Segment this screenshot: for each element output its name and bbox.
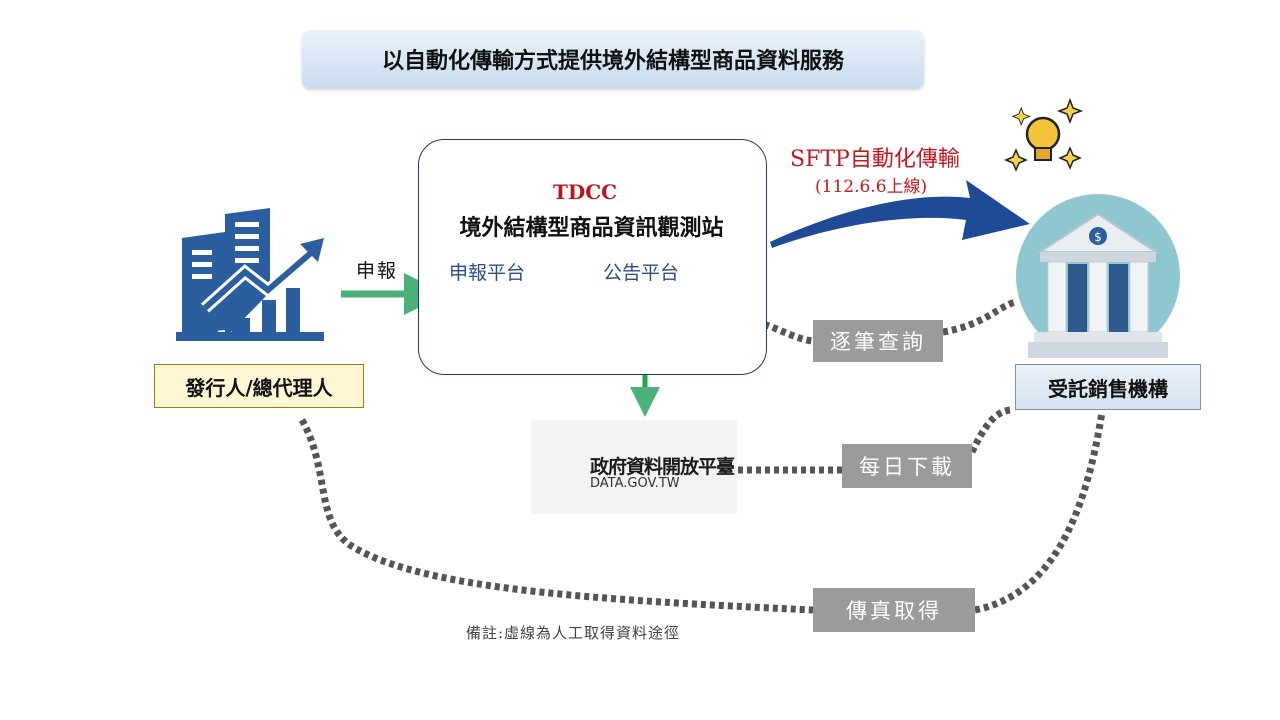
sftp-date: (112.6.6上線): [815, 177, 928, 197]
query-path-label: 逐筆查詢: [813, 320, 943, 362]
report-platform-label: 申報平台: [449, 262, 526, 284]
lightbulb-icon: [1004, 97, 1084, 172]
gov-data-url: DATA.GOV.TW: [590, 476, 680, 491]
download-path-label: 每日下載: [842, 444, 972, 488]
bank-icon: $: [1016, 194, 1180, 358]
svg-text:$: $: [1094, 230, 1102, 244]
tdcc-logo-text: TDCC: [552, 180, 618, 204]
sftp-title: SFTP自動化傳輸: [790, 147, 960, 172]
sftp-arrow: [770, 180, 1030, 248]
notice-platform-label: 公告平台: [603, 262, 680, 284]
building-chart-icon: [176, 208, 324, 341]
download-dotted-line-right: [968, 406, 1011, 454]
observation-platform-box: [418, 139, 767, 375]
platform-title: 境外結構型商品資訊觀測站: [459, 216, 724, 241]
dotted-paths: [298, 298, 1106, 614]
issuer-label: 發行人/總代理人: [154, 364, 364, 408]
query-dotted-line-right: [942, 298, 1017, 336]
fax-path-label: 傳真取得: [813, 588, 975, 632]
gov-data-name: 政府資料開放平臺: [590, 456, 735, 478]
footnote: 備註:虛線為人工取得資料途徑: [466, 624, 681, 642]
gov-data-box: [531, 420, 737, 514]
fax-dotted-line-left: [298, 418, 814, 614]
distributor-label: 受託銷售機構: [1015, 364, 1201, 410]
page-title: 以自動化傳輸方式提供境外結構型商品資料服務: [302, 30, 924, 88]
report-action-label: 申報: [356, 260, 399, 282]
fax-dotted-line-right: [974, 411, 1106, 614]
